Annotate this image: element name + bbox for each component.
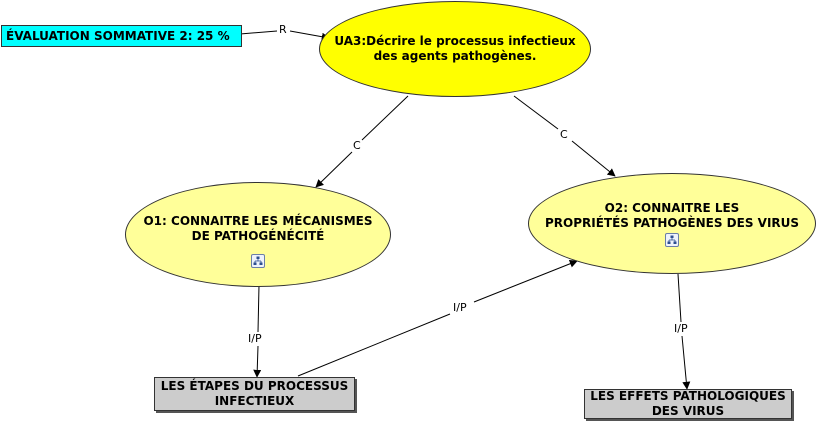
o1-node[interactable]: O1: CONNAITRE LES MÉCANISMES DE PATHOGÉN…: [125, 182, 391, 287]
ua3-node[interactable]: UA3:Décrire le processus infectieux des …: [319, 1, 591, 97]
link-ua3-o1-a: [361, 95, 409, 141]
link-ua3-o1-b: [315, 151, 353, 188]
link-ua3-o2-b: [571, 140, 616, 177]
link-ua3-o2-a: [513, 95, 559, 130]
o1-label-line1: O1: CONNAITRE LES MÉCANISMES: [143, 213, 373, 228]
link-o1-etapes-a: [257, 284, 260, 333]
ua3-label-line2: des agents pathogènes.: [373, 49, 537, 63]
link-o1-etapes-b: [253, 345, 262, 378]
link-label-ip-right: I/P: [673, 322, 689, 335]
o2-label-line1: O2: CONNAITRE LES: [604, 200, 740, 215]
link-o2-effets-b: [681, 335, 691, 390]
evaluation-label: ÉVALUATION SOMMATIVE 2: 25 %: [6, 28, 230, 43]
etapes-label-line1: LES ÉTAPES DU PROCESSUS: [160, 379, 349, 393]
link-etapes-o2-a: [297, 313, 451, 377]
link-label-c-right: C: [559, 128, 569, 141]
effets-label-line1: LES EFFETS PATHOLOGIQUES: [590, 389, 786, 403]
o2-node[interactable]: O2: CONNAITRE LES PROPRIÉTÉS PATHOGÈNES …: [528, 173, 816, 274]
o2-label-line2: PROPRIÉTÉS PATHOGÈNES DES VIRUS: [544, 215, 800, 230]
etapes-node[interactable]: LES ÉTAPES DU PROCESSUS INFECTIEUX: [154, 377, 355, 411]
etapes-label-line2: INFECTIEUX: [214, 394, 295, 408]
effets-node[interactable]: LES EFFETS PATHOLOGIQUES DES VIRUS: [584, 389, 792, 419]
effets-label-line2: DES VIRUS: [651, 404, 725, 418]
evaluation-node[interactable]: ÉVALUATION SOMMATIVE 2: 25 %: [1, 25, 242, 47]
link-label-c-left: C: [352, 139, 362, 152]
link-etapes-o2-b: [473, 259, 578, 303]
link-o2-effets-a: [677, 273, 682, 323]
concept-map-icon[interactable]: [251, 253, 265, 268]
link-label-r: R: [278, 23, 288, 36]
link-eval-ua3-a: [239, 30, 278, 35]
link-label-ip-middle: I/P: [452, 301, 468, 314]
o1-label-line2: DE PATHOGÉNÉCITÉ: [191, 228, 325, 243]
link-label-ip-left: I/P: [247, 332, 263, 345]
concept-map-icon[interactable]: [665, 232, 679, 247]
ua3-label-line1: UA3:Décrire le processus infectieux: [334, 34, 576, 48]
